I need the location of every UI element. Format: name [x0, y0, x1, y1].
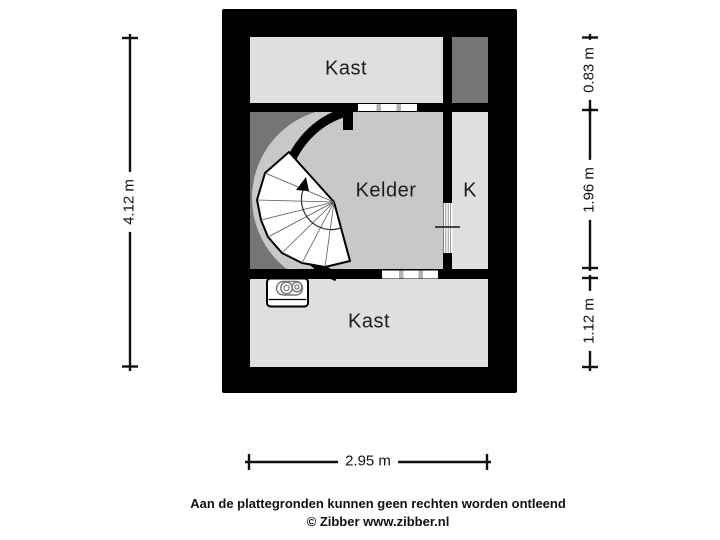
dim-line-left	[122, 34, 138, 371]
boiler-icon	[266, 277, 309, 308]
stair-direction-arrow	[296, 177, 309, 191]
room-kast-top-floor	[250, 37, 443, 103]
dark-area-top-right	[452, 37, 488, 103]
door-hatch-symbol-k	[435, 203, 460, 253]
spiral-staircase-icon	[256, 106, 351, 282]
room-k-floor	[452, 112, 488, 269]
window-symbol-bottom	[382, 270, 438, 279]
stair-treads	[256, 172, 335, 268]
dim-line-bottom	[245, 454, 491, 470]
stair-walkline	[300, 189, 342, 231]
window-symbol-top	[358, 104, 417, 111]
dim-line-right	[582, 34, 598, 371]
